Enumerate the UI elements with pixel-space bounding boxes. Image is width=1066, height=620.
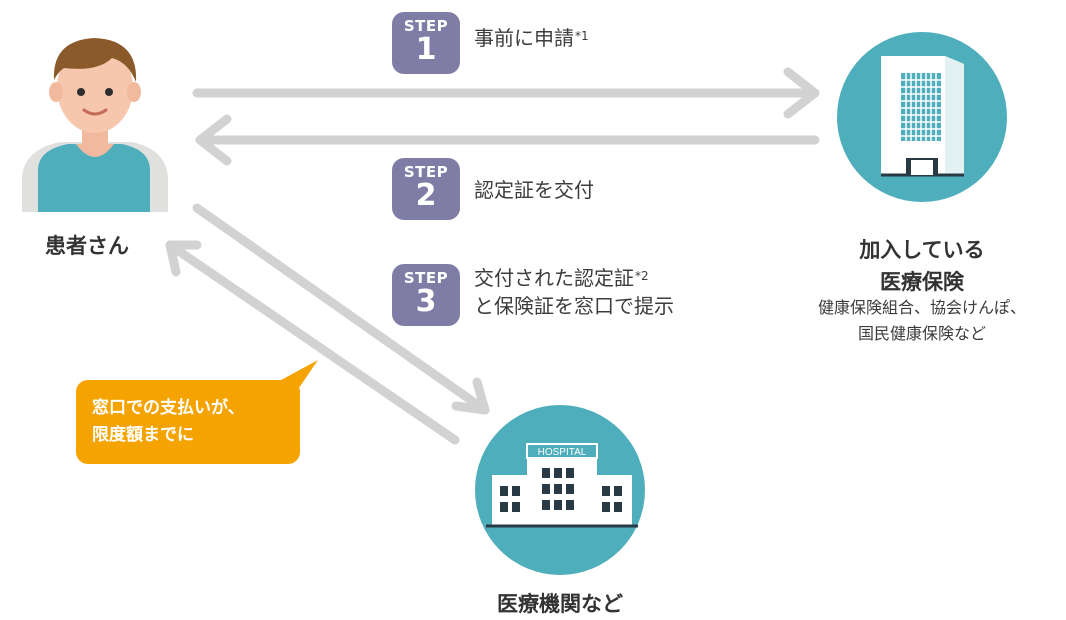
bubble-line1: 窓口での支払いが、	[92, 398, 245, 418]
payment-bubble-text: 窓口での支払いが、 限度額までに	[92, 395, 292, 449]
step-1-word: STEP	[403, 17, 449, 35]
step-1-note: *1	[575, 29, 589, 43]
patient-icon	[22, 38, 168, 212]
step-3-number: 3	[415, 284, 437, 319]
step-1-label: 事前に申請	[474, 26, 574, 50]
step-2-number: 2	[415, 178, 437, 213]
step-2-word: STEP	[403, 163, 449, 181]
insurer-building-icon	[837, 32, 1007, 202]
step-2-label: 認定証を交付	[474, 178, 594, 202]
step-3-note: *2	[635, 269, 649, 283]
payment-bubble	[76, 360, 318, 464]
hospital-building-icon: HOSPITAL	[475, 405, 645, 575]
step-3-word: STEP	[403, 269, 449, 287]
step-3-badge: STEP 3	[392, 264, 460, 326]
arrow-to-patient	[195, 114, 820, 166]
step-1-text: 事前に申請*1	[474, 24, 589, 52]
arrow-to-hospital	[192, 203, 490, 415]
arrow-to-insurer	[192, 67, 820, 119]
step-3-label-line2: と保険証を窓口で提示	[474, 294, 674, 318]
step-2-text: 認定証を交付	[474, 176, 594, 204]
step-1-badge: STEP 1	[392, 12, 460, 74]
step-2-badge: STEP 2	[392, 158, 460, 220]
step-3-label: 交付された認定証	[474, 266, 634, 290]
arrow-from-hospital	[165, 240, 460, 445]
patient-label: 患者さん	[45, 234, 129, 258]
insurer-name-line1: 加入している	[859, 238, 985, 262]
step-1-number: 1	[415, 32, 437, 67]
insurer-name-line2: 医療保険	[880, 270, 964, 294]
insurer-desc-line2: 国民健康保険など	[857, 324, 986, 343]
hospital-sign: HOSPITAL	[538, 447, 587, 458]
hospital-label: 医療機関など	[497, 592, 623, 616]
step-3-text: 交付された認定証*2 と保険証を窓口で提示	[474, 264, 674, 320]
bubble-line2: 限度額までに	[92, 425, 194, 445]
insurer-desc-line1: 健康保険組合、協会けんぽ、	[817, 298, 1026, 317]
